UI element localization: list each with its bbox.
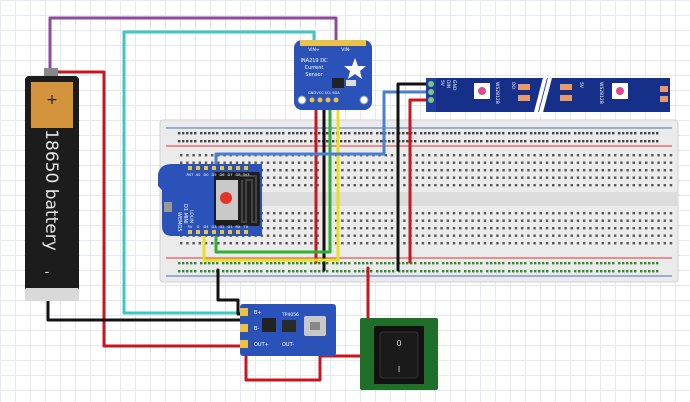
wire-black-battery <box>46 298 244 322</box>
wire-green <box>214 102 332 254</box>
sensor-pin-label: GND <box>308 91 316 95</box>
charger-board: B+ B- TP4056 OUT+ OUT- <box>240 304 336 356</box>
mcu-pin-label: 3V3 <box>242 173 249 177</box>
mcu-pin-pad <box>212 230 216 234</box>
mcu-pin-label: D0 <box>203 173 209 177</box>
battery-label: 18650 battery <box>41 129 61 251</box>
charger-pin-outplus: OUT+ <box>254 342 269 348</box>
mcu-pin-label: D1 <box>227 225 232 229</box>
sensor-pin-vin-plus: VIN+ <box>308 47 320 53</box>
led-chip-a: WS2812B <box>494 82 500 104</box>
wire-black-led <box>396 82 430 272</box>
charger-pin-bminus: B- <box>254 326 259 332</box>
led-cut-b: 5V <box>578 82 584 89</box>
mcu-pin-pad <box>188 166 192 170</box>
mcu-pin-label: D5 <box>211 173 216 177</box>
mcu-pin-pad <box>204 230 208 234</box>
battery: + 18650 battery - <box>25 68 79 301</box>
sensor-pin-label: VCC <box>316 91 324 95</box>
charger-chip: TP4056 <box>281 312 299 318</box>
mcu-pin-label: G <box>197 225 200 229</box>
wires <box>46 16 430 382</box>
mcu-pin-pad <box>236 230 240 234</box>
mcu-pin-pad <box>228 166 232 170</box>
mcu-pin-pad <box>220 230 224 234</box>
mcu-brand: WEMOS <box>176 212 182 232</box>
mcu-pin-label: D3 <box>211 225 216 229</box>
mcu-pin-label: D4 <box>203 225 209 229</box>
mcu-pin-pad <box>220 166 224 170</box>
sensor-pin-label: SDA <box>332 91 340 95</box>
mcu-pin-pad <box>188 230 192 234</box>
led-chip-b: WS2812B <box>598 82 604 104</box>
mcu-pin-pad <box>236 166 240 170</box>
mcu-sub: LOLIN <box>188 210 194 223</box>
wire-red-battery <box>56 70 244 348</box>
sensor-title-2: Current <box>305 65 324 71</box>
mcu-pin-label: D8 <box>235 173 241 177</box>
sensor-title-1: INA219 DC <box>300 58 328 64</box>
wire-cyan <box>122 30 316 315</box>
mcu-pin-label: RST <box>187 173 195 177</box>
sensor-pin-dot <box>333 97 339 103</box>
led-pin-din: DIN <box>445 80 451 88</box>
sensor-pin-dot <box>317 97 323 103</box>
sensor-pin-dot <box>309 97 315 103</box>
mcu-pin-label: A0 <box>196 173 201 177</box>
mcu-pin-pad <box>196 230 200 234</box>
led-cut-a: DO <box>510 82 516 89</box>
mcu-pin-label: D7 <box>227 173 232 177</box>
mcu-pin-pad <box>196 166 200 170</box>
battery-minus: - <box>45 265 50 280</box>
mcu-pin-pad <box>244 230 248 234</box>
led-strip: 5V DIN GND WS2812B DO 5V WS2812B <box>426 73 670 117</box>
adafruit-logo-icon <box>344 58 366 79</box>
mcu-pin-label: 5V <box>188 225 193 229</box>
mcu-pin-label: D6 <box>219 173 225 177</box>
mcu-pin-pad <box>204 166 208 170</box>
switch-on-mark: 0 <box>396 339 401 348</box>
mcu-pin-label: D2 <box>219 225 224 229</box>
led-pin-5v: 5V <box>439 80 445 87</box>
espressif-logo-icon <box>220 192 232 204</box>
sensor-pin-dot <box>325 97 331 103</box>
mcu-pin-label: RX <box>236 225 241 229</box>
wire-yellow <box>202 102 340 262</box>
mcu-pin-pad <box>244 166 248 170</box>
mcu-pin-pad <box>212 166 216 170</box>
sensor-title-3: Sensor <box>305 72 323 78</box>
sensor-pin-vin-minus: VIN- <box>341 47 351 53</box>
switch-off-mark: I <box>398 365 400 374</box>
mcu-pin-label: TX <box>243 225 249 229</box>
sensor-pin-label: SCL <box>325 91 332 95</box>
wire-red-charger-switch <box>244 348 364 382</box>
charger-pin-outminus: OUT- <box>282 342 294 348</box>
battery-plus: + <box>46 92 58 108</box>
rocker-switch[interactable]: 0 I <box>360 318 438 390</box>
mcu-pin-pad <box>228 230 232 234</box>
led-pin-gnd: GND <box>451 80 457 91</box>
breadboard <box>159 119 679 283</box>
mcu-board: D1 MINI <box>182 204 188 224</box>
wire-red-led <box>408 98 430 264</box>
wire-purple <box>48 16 338 72</box>
charger-pin-bplus: B+ <box>254 310 262 316</box>
